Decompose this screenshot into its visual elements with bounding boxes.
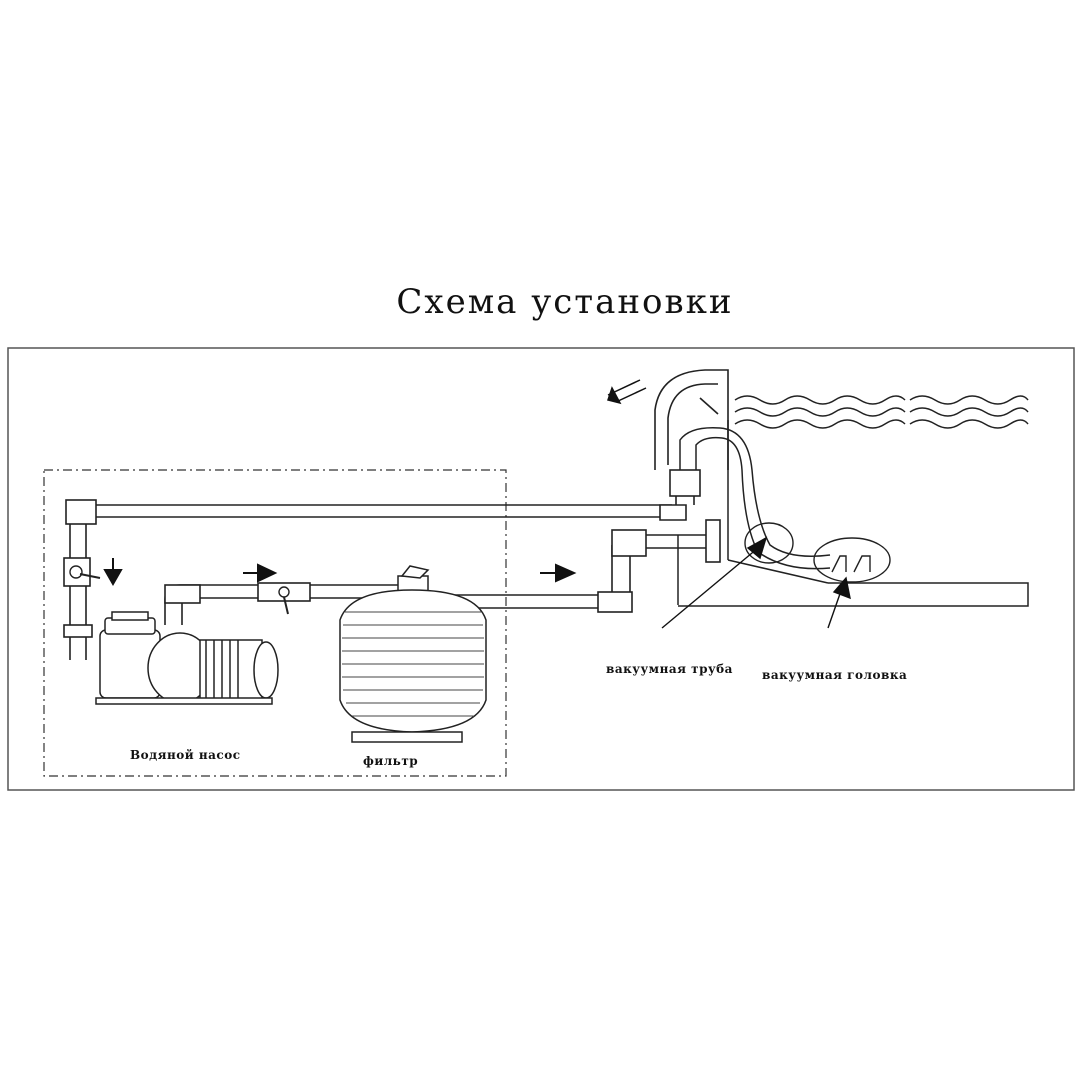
vacuum-hose-label: вакуумная труба bbox=[606, 662, 733, 676]
water-pump-icon bbox=[95, 611, 279, 705]
flow-arrow-icon bbox=[243, 563, 278, 583]
vacuum-head-icon bbox=[813, 537, 891, 583]
vacuum-head-label: вакуумная головка bbox=[762, 668, 908, 682]
pump-label: Водяной насос bbox=[130, 748, 241, 762]
valve-left bbox=[69, 565, 83, 579]
return-pipe bbox=[63, 499, 687, 660]
flow-arrow-icon bbox=[607, 379, 647, 405]
pool-structure bbox=[677, 420, 1029, 607]
pump-outlet-pipe bbox=[164, 582, 400, 625]
vacuum-hose-pointer bbox=[661, 536, 768, 629]
filter-outlet-pipe bbox=[430, 519, 721, 613]
diagram-title: Схема установки bbox=[396, 282, 734, 322]
vacuum-head-pointer bbox=[827, 576, 851, 629]
filter-label: фильтр bbox=[363, 754, 419, 768]
flow-arrow-icon bbox=[540, 563, 577, 583]
vacuum-hose-highlight bbox=[744, 522, 794, 564]
diagram-frame bbox=[7, 347, 1075, 791]
equipment-boundary bbox=[43, 469, 507, 777]
skimmer-icon bbox=[654, 369, 729, 505]
sand-filter-icon bbox=[339, 565, 487, 743]
flow-arrow-icon bbox=[103, 558, 123, 587]
water-wave-icon bbox=[734, 395, 1029, 429]
